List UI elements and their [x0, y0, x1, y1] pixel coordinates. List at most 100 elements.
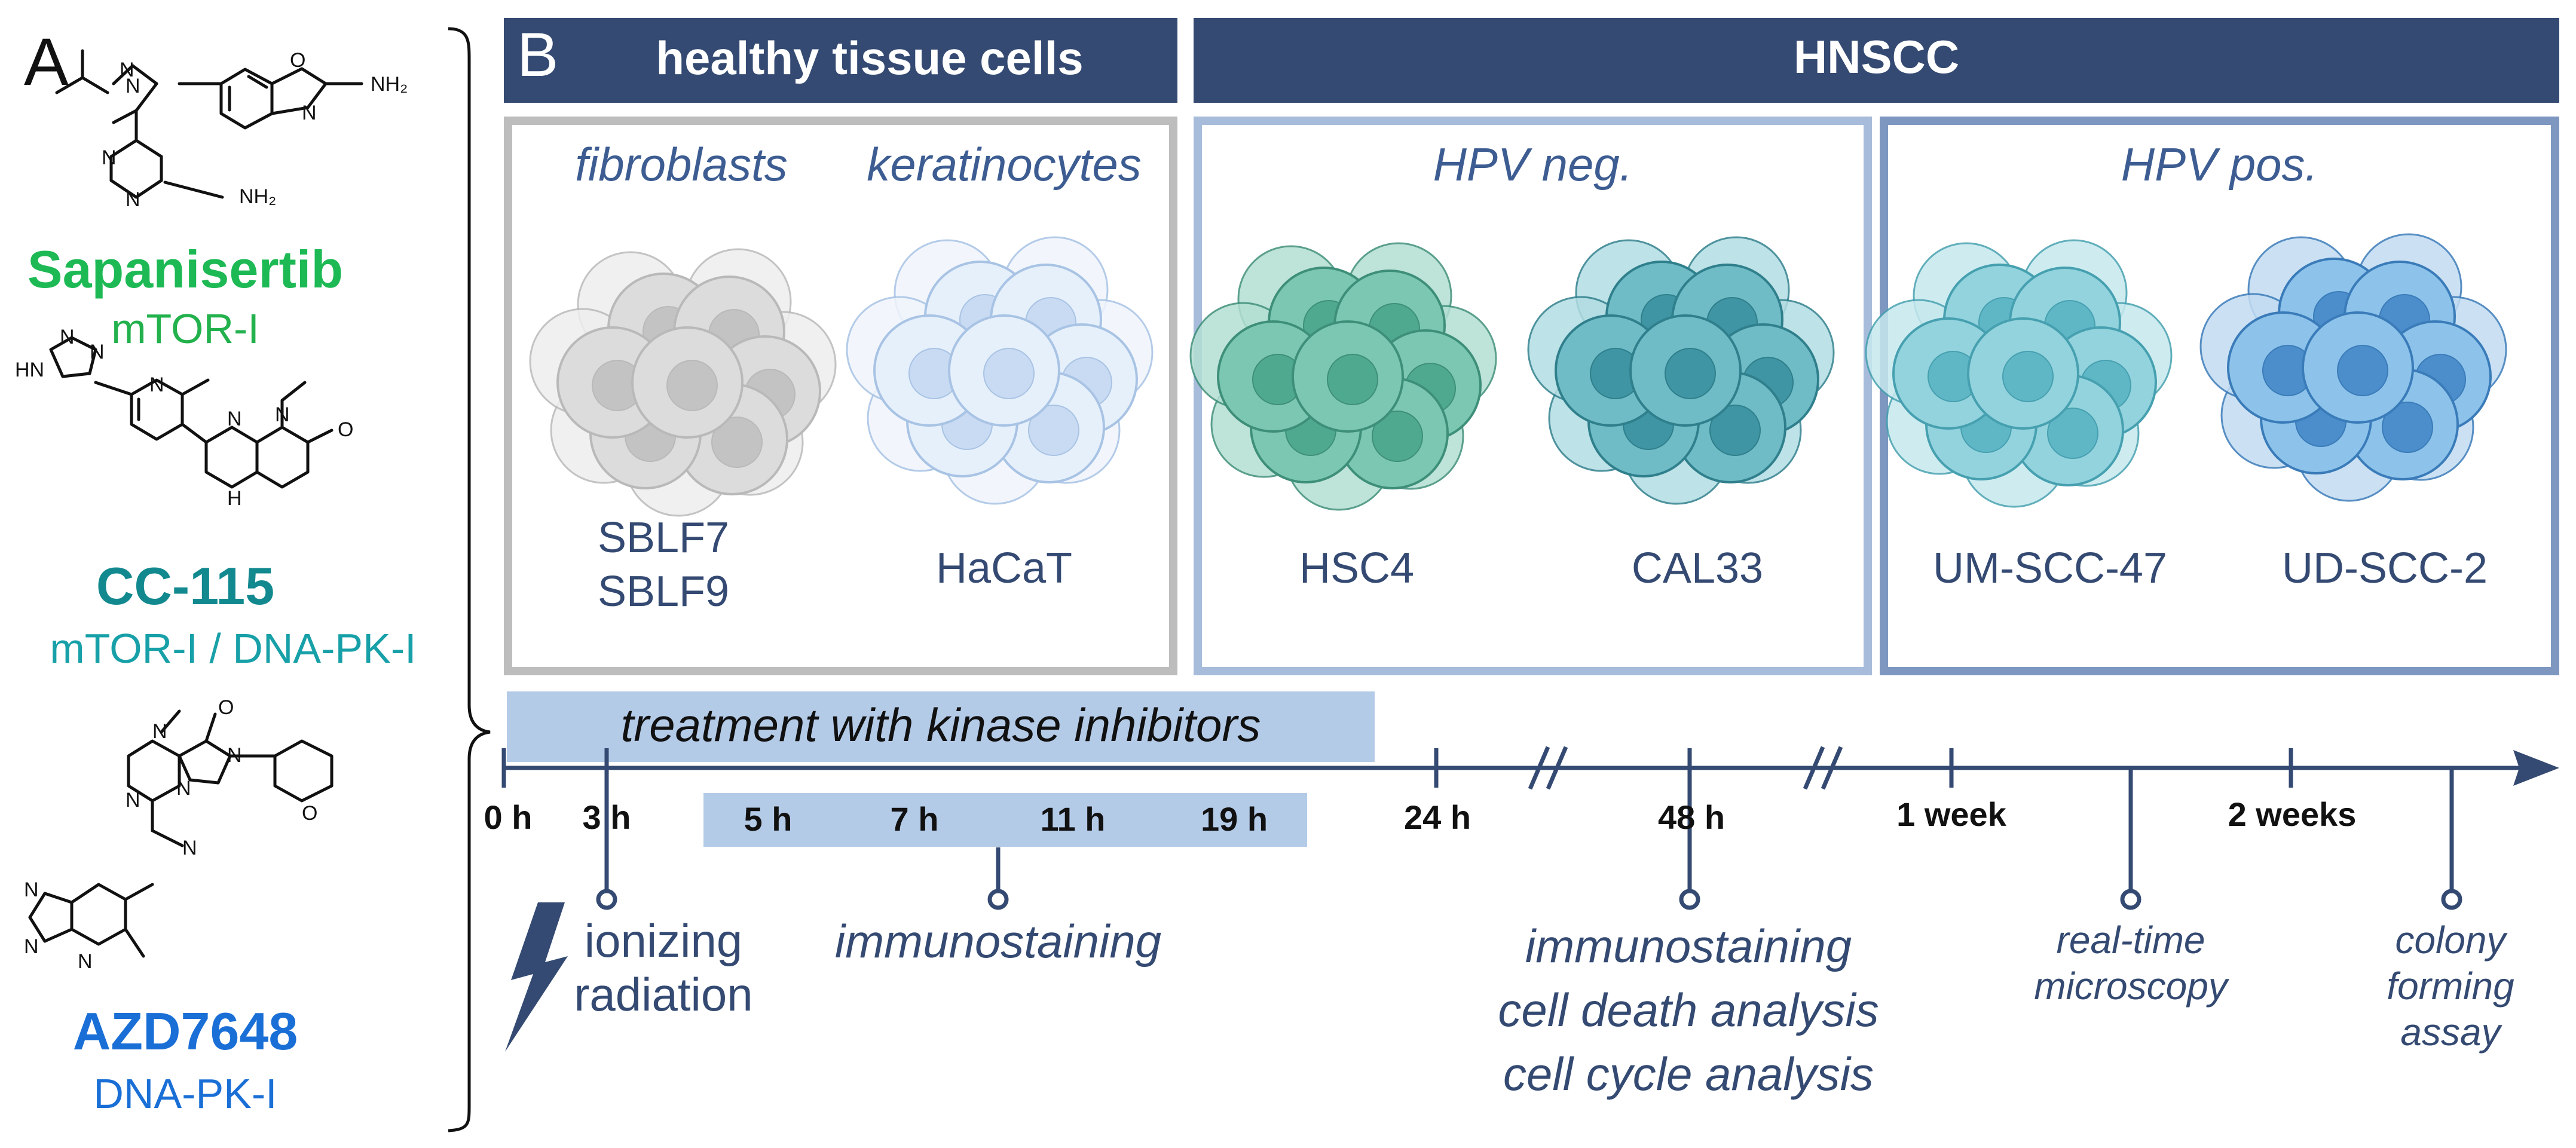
cc-o: O — [338, 418, 353, 441]
compound-target-azd7648: DNA-PK-I — [93, 1070, 277, 1117]
header-hnscc-label: HNSCC — [1793, 30, 1960, 83]
cell-line-sblf9: SBLF9 — [597, 568, 730, 616]
sapanisertib-structure — [55, 49, 363, 199]
event-colony-line-2: forming — [2387, 964, 2514, 1008]
event-early-immunostaining: immunostaining — [834, 915, 1162, 968]
azd-n3: N — [126, 789, 140, 812]
cell-line-hacat: HaCaT — [935, 544, 1073, 592]
sap-nh2-bottom: NH₂ — [239, 185, 276, 208]
azd-n6: N — [24, 935, 39, 958]
treatment-band — [507, 691, 1375, 762]
cell-nucleus — [2047, 408, 2098, 459]
cc-hn: HN — [15, 359, 44, 381]
cell-line-umscc47: UM-SCC-47 — [1932, 544, 2168, 592]
azd-n1: N — [152, 720, 167, 743]
compound-target-cc115: mTOR-I / DNA-PK-I — [50, 625, 417, 672]
event-late-line-1: immunostaining — [1525, 920, 1852, 972]
cell-nucleus — [2002, 351, 2054, 402]
group-title-fibroblasts: fibroblasts — [575, 138, 788, 191]
sap-n3: N — [302, 102, 317, 124]
sap-o: O — [290, 49, 305, 72]
sample-time-19h: 19 h — [1200, 800, 1268, 838]
sample-time-11h: 11 h — [1040, 800, 1106, 838]
panel-a-letter: A — [24, 25, 69, 99]
tick-3h: 3 h — [582, 798, 631, 836]
tick-2weeks: 2 weeks — [2228, 795, 2357, 833]
cc115-structure — [49, 336, 334, 489]
azd-n7: N — [78, 950, 93, 973]
compound-target-sapanisertib: mTOR-I — [111, 305, 259, 352]
azd-nh: N — [182, 837, 197, 859]
cc-n3: N — [149, 374, 164, 396]
azd-o2: O — [302, 802, 317, 825]
event-radiation: ionizing radiation — [556, 914, 771, 1021]
tick-24h: 24 h — [1403, 798, 1471, 836]
sampling-band — [703, 793, 1307, 847]
event-radiation-line-2: radiation — [574, 968, 753, 1021]
sap-n1: N — [126, 75, 140, 97]
tick-1week: 1 week — [1896, 795, 2006, 833]
azd7648-structure — [28, 709, 334, 958]
panel-a-structures: NH₂ NH₂ N N O N N N HN N N N N N O H O N… — [15, 49, 408, 973]
event-microscopy-line-1: real-time — [2056, 919, 2205, 962]
compound-name-cc115: CC-115 — [96, 556, 275, 616]
cc-n5: N — [275, 403, 290, 426]
cell-nucleus — [1028, 405, 1079, 456]
group-title-hpv-pos: HPV pos. — [2121, 138, 2318, 191]
cc-n4: N — [227, 408, 242, 430]
fibroblast-cluster — [529, 248, 837, 517]
cell-nucleus — [1372, 411, 1423, 462]
group-title-keratinocytes: keratinocytes — [867, 138, 1142, 191]
azd-n5: N — [24, 878, 39, 901]
treatment-label: treatment with kinase inhibitors — [620, 699, 1261, 751]
frame-hpv-pos — [1880, 117, 2559, 675]
group-title-hpv-neg: HPV neg. — [1433, 138, 1633, 191]
cc-nh: H — [227, 487, 242, 510]
event-colony-line-3: assay — [2400, 1010, 2501, 1054]
panel-b-letter: B — [517, 20, 559, 90]
azd-n4: N — [176, 777, 191, 800]
cell-nucleus — [1327, 354, 1378, 405]
tick-0h: 0 h — [484, 798, 533, 836]
sample-time-5h: 5 h — [744, 800, 793, 838]
sap-n2: N — [120, 59, 134, 81]
cell-line-hsc4: HSC4 — [1299, 544, 1415, 592]
azd-o1: O — [218, 696, 234, 719]
cell-nucleus — [666, 360, 718, 411]
compound-name-azd7648: AZD7648 — [72, 1002, 298, 1061]
umscc47-cluster — [1865, 239, 2173, 508]
event-late-analyses: immunostaining cell death analysis cell … — [1434, 914, 1942, 1106]
event-radiation-line-1: ionizing — [584, 914, 743, 967]
cell-nucleus — [711, 417, 763, 468]
sap-n4: N — [102, 146, 117, 169]
tick-48h: 48 h — [1657, 798, 1726, 836]
event-colony: colony forming assay — [2343, 917, 2558, 1055]
cell-line-label: SBLF7 SBLF9 — [538, 511, 789, 619]
lightning-icon — [505, 902, 568, 1052]
udscc2-cluster — [2199, 233, 2507, 502]
azd-n2: N — [227, 744, 242, 767]
cell-nucleus — [2337, 345, 2388, 396]
cc-n2: N — [90, 341, 105, 363]
cell-nucleus — [1709, 405, 1761, 456]
cell-line-udscc2: UD-SCC-2 — [2281, 544, 2488, 592]
compound-name-sapanisertib: Sapanisertib — [27, 240, 344, 299]
cell-line-cal33: CAL33 — [1631, 544, 1764, 592]
event-late-line-3: cell cycle analysis — [1503, 1047, 1874, 1100]
cell-nucleus — [983, 348, 1035, 399]
event-colony-line-1: colony — [2395, 919, 2506, 962]
event-microscopy-line-2: microscopy — [2034, 964, 2228, 1008]
sap-nh2-top: NH₂ — [371, 73, 408, 96]
frame-healthy — [504, 117, 1177, 675]
cc-n1: N — [60, 326, 75, 348]
header-hnscc — [1194, 18, 2559, 103]
cal33-cluster — [1527, 236, 1835, 505]
event-late-line-2: cell death analysis — [1498, 983, 1879, 1036]
panel-brace — [448, 27, 491, 1132]
header-healthy-label: healthy tissue cells — [656, 32, 1084, 84]
cell-line-sblf7: SBLF7 — [597, 514, 730, 562]
keratinocyte-cluster — [846, 236, 1154, 505]
frame-hpv-neg — [1194, 117, 1872, 675]
